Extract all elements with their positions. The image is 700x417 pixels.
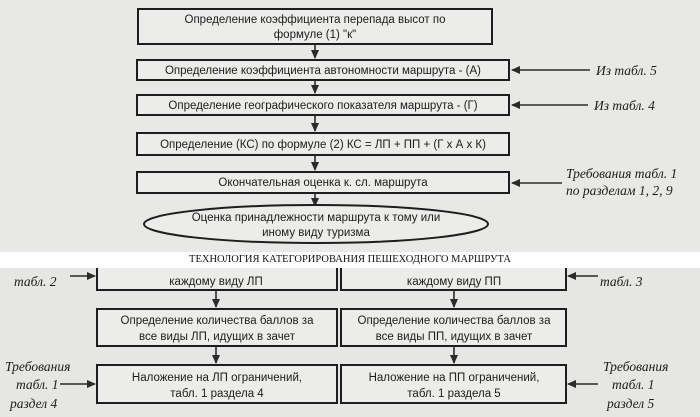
right-top-box-text: каждому виду ПП: [407, 276, 501, 288]
step-box-final-assessment: Окончательная оценка к. сл. маршрута: [136, 171, 510, 194]
left-box-count-lp-points: Определение количества баллов за все вид…: [96, 308, 338, 347]
left-bot-line-2: табл. 1 раздела 4: [170, 388, 264, 400]
note-left-table-2: табл. 2: [14, 274, 57, 289]
step-1-line-1: Определение коэффициента перепада высот …: [185, 14, 446, 26]
left-mid-line-1: Определение количества баллов за: [121, 315, 315, 327]
top-flowchart: Определение коэффициента перепада высот …: [136, 8, 677, 244]
right-box-pp-restrictions: Наложение на ПП ограничений, табл. 1 раз…: [340, 364, 567, 404]
left-bot-line-1: Наложение на ЛП ограничений,: [132, 372, 302, 384]
note-right-req-line-1: Требования: [603, 359, 668, 374]
left-box-lp-restrictions: Наложение на ЛП ограничений, табл. 1 раз…: [96, 364, 338, 404]
note-right-req-line-2: табл. 1: [612, 377, 655, 392]
step-4-text: Определение (КС) по формуле (2) КС = ЛП …: [160, 139, 486, 151]
top-flowchart-panel: Определение коэффициента перепада высот …: [0, 0, 700, 252]
step-3-text: Определение географического показателя м…: [168, 100, 477, 112]
note-requirements-line-1: Требования табл. 1: [566, 166, 677, 181]
step-box-height-coefficient: Определение коэффициента перепада высот …: [137, 8, 493, 45]
step-box-ks-formula: Определение (КС) по формуле (2) КС = ЛП …: [136, 132, 510, 156]
bottom-flowchart-panel: каждому виду ЛП Определение количества б…: [0, 268, 700, 417]
right-box-count-pp-points: Определение количества баллов за все вид…: [340, 308, 567, 347]
right-mid-line-1: Определение количества баллов за: [358, 315, 552, 327]
note-right-req-line-3: раздел 5: [606, 396, 655, 411]
note-left-req-line-2: табл. 1: [16, 377, 59, 392]
note-table-5: Из табл. 5: [595, 63, 657, 78]
note-right-table-3: табл. 3: [600, 274, 643, 289]
step-box-geographic-index: Определение географического показателя м…: [136, 94, 510, 116]
bottom-flowchart: каждому виду ЛП Определение количества б…: [5, 268, 668, 411]
note-left-req-line-3: раздел 4: [9, 396, 58, 411]
note-table-4: Из табл. 4: [593, 98, 655, 113]
oval-line-1: Оценка принадлежности маршрута к тому ил…: [192, 212, 441, 224]
step-1-line-2: формуле (1) "к": [274, 29, 357, 41]
step-box-autonomy-coefficient: Определение коэффициента автономности ма…: [136, 59, 510, 81]
right-box-score-per-pp-type: каждому виду ПП: [340, 268, 567, 291]
left-box-score-per-lp-type: каждому виду ЛП: [96, 268, 338, 291]
step-2-text: Определение коэффициента автономности ма…: [165, 65, 481, 77]
right-bot-line-2: табл. 1 раздела 5: [407, 388, 500, 400]
right-bot-line-1: Наложение на ПП ограничений,: [369, 372, 540, 384]
result-oval-tourism-type: Оценка принадлежности маршрута к тому ил…: [143, 204, 489, 244]
left-top-box-text: каждому виду ЛП: [169, 276, 262, 288]
oval-line-2: иному виду туризма: [262, 227, 370, 239]
diagram-caption: ТЕХНОЛОГИЯ КАТЕГОРИРОВАНИЯ ПЕШЕХОДНОГО М…: [189, 254, 511, 265]
step-5-text: Окончательная оценка к. сл. маршрута: [218, 177, 428, 189]
note-requirements-line-2: по разделам 1, 2, 9: [566, 183, 673, 198]
note-left-req-line-1: Требования: [5, 359, 70, 374]
left-mid-line-2: все виды ЛП, идущих в зачет: [139, 331, 296, 343]
right-mid-line-2: все виды ПП, идущих в зачет: [376, 331, 533, 343]
